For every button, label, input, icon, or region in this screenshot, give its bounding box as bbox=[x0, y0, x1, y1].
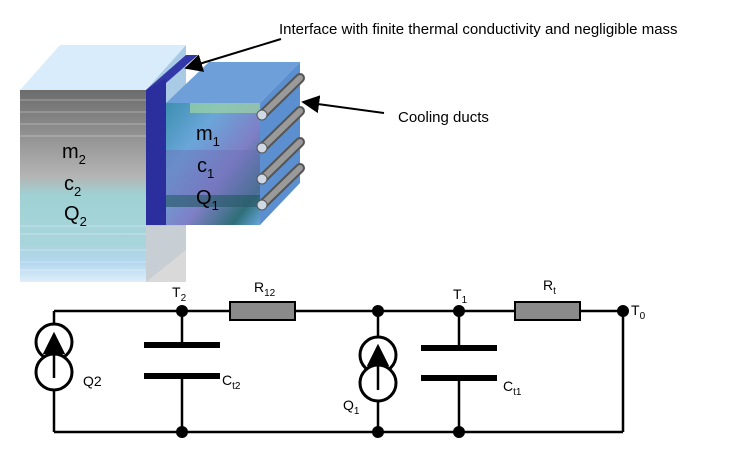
interface-arrow bbox=[184, 38, 282, 72]
block-m2-heat-capacity: c2 bbox=[64, 173, 81, 199]
label-t2: T2 bbox=[172, 284, 187, 304]
cooling-duct bbox=[259, 108, 303, 151]
cooling-duct bbox=[259, 165, 303, 208]
node-bottom-ct2 bbox=[176, 426, 188, 438]
thermal-circuit: Q2 Ct2 R12 Q1 Ct1 Rt bbox=[34, 277, 646, 438]
label-ct2: Ct2 bbox=[222, 372, 241, 392]
cooling-annotation: Cooling ducts bbox=[398, 109, 489, 126]
interface-annotation: Interface with finite thermal conductivi… bbox=[279, 21, 678, 38]
label-t1: T1 bbox=[453, 286, 468, 306]
node-t2 bbox=[176, 305, 188, 317]
cooling-arrow bbox=[301, 95, 385, 114]
block-m2-mass: m2 bbox=[62, 141, 86, 167]
cooling-ducts bbox=[256, 73, 305, 211]
block-m1-layer-b bbox=[166, 150, 260, 195]
block-m1: m1 c1 Q1 bbox=[166, 62, 300, 225]
label-q1: Q1 bbox=[343, 397, 360, 417]
label-r12: R12 bbox=[254, 279, 276, 299]
block-m2-stripes bbox=[20, 99, 146, 271]
label-q2: Q2 bbox=[83, 373, 102, 389]
block-m1-layer-c bbox=[166, 195, 260, 207]
label-ct1: Ct1 bbox=[503, 378, 522, 398]
node-bottom-q1 bbox=[372, 426, 384, 438]
interface-front bbox=[146, 78, 166, 225]
resistor-r12 bbox=[229, 301, 296, 321]
cooling-duct bbox=[259, 139, 303, 182]
block-m1-top bbox=[166, 62, 300, 103]
block-m1-mass: m1 bbox=[196, 123, 220, 149]
node-bottom-ct1 bbox=[453, 426, 465, 438]
label-rt: Rt bbox=[543, 277, 556, 297]
block-m2-front bbox=[20, 90, 146, 282]
block-m2-top bbox=[20, 45, 186, 90]
node-t1 bbox=[453, 305, 465, 317]
block-m1-heat-capacity: c1 bbox=[197, 155, 214, 181]
block-m2-heat-source: Q2 bbox=[64, 203, 87, 229]
label-t0: T0 bbox=[631, 302, 646, 322]
block-m1-layer-a bbox=[190, 103, 260, 113]
node-t0 bbox=[617, 305, 629, 317]
cooling-duct bbox=[259, 75, 303, 118]
resistor-rt bbox=[514, 301, 581, 321]
block-m1-heat-source: Q1 bbox=[196, 187, 219, 213]
node-mid-top bbox=[372, 305, 384, 317]
block-m2-cut bbox=[146, 226, 186, 282]
